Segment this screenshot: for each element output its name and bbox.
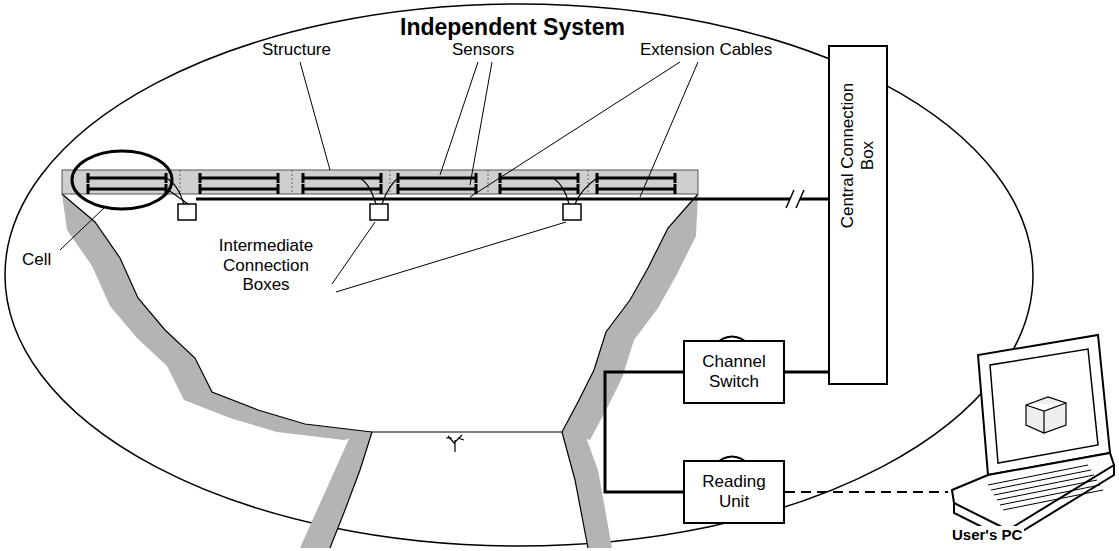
box-label: Channel Switch	[685, 352, 783, 391]
cable	[605, 372, 683, 492]
cable	[785, 371, 828, 374]
computer: User's PC	[948, 325, 1116, 545]
part-label: Extension Cables	[640, 40, 772, 60]
part-label: Sensors	[452, 40, 514, 60]
computer-label: User's PC	[950, 526, 1024, 543]
crack	[446, 435, 464, 452]
intermediate-boxes	[178, 204, 581, 220]
box-label: Reading Unit	[685, 472, 783, 511]
system-ellipse	[5, 4, 1033, 546]
reading-unit-box: Reading Unit	[683, 460, 785, 524]
laptop-drawing	[948, 325, 1116, 545]
box-label: Central Connection Box	[838, 80, 877, 230]
part-label: Cell	[22, 250, 51, 270]
cell-ellipse	[72, 151, 172, 209]
diagram-title: Independent System	[400, 14, 625, 41]
part-label: Structure	[262, 40, 331, 60]
extension-cable	[196, 190, 828, 208]
switch-box: Channel Switch	[683, 340, 785, 404]
part-label: Intermediate Connection Boxes	[200, 236, 332, 295]
sensors	[88, 170, 675, 194]
connection-box: Central Connection Box	[828, 45, 888, 385]
valley	[62, 194, 698, 548]
structure-beam	[62, 170, 698, 194]
leader-lines	[60, 62, 698, 292]
data-link	[785, 491, 948, 493]
